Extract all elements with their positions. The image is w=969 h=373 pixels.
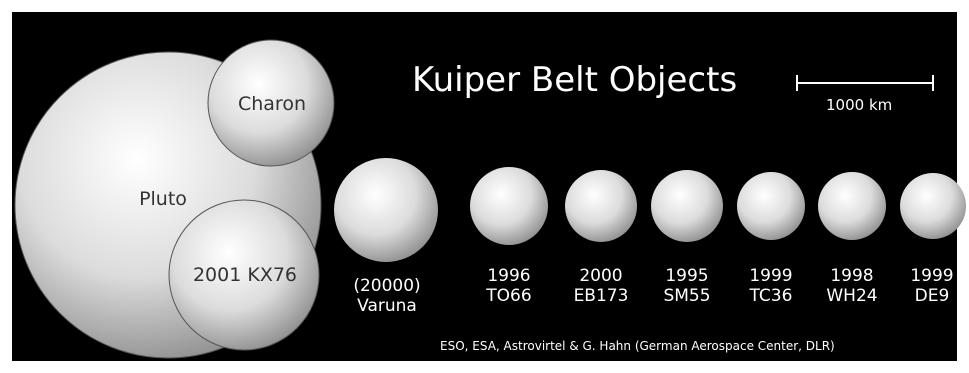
scale-bar	[796, 75, 934, 91]
label-varuna: (20000) Varuna	[353, 276, 421, 316]
sphere-kx76	[168, 199, 320, 351]
label-de9: 1999 DE9	[910, 266, 954, 306]
sphere-tc36	[737, 172, 805, 240]
label-charon: Charon	[237, 93, 306, 115]
sphere-de9	[900, 173, 966, 239]
sphere-charon	[207, 39, 335, 167]
sphere-sm55	[651, 170, 723, 242]
sphere-wh24	[818, 172, 886, 240]
sphere-varuna	[334, 158, 438, 262]
scale-bar-label: 1000 km	[826, 96, 893, 114]
sphere-eb173	[565, 170, 637, 242]
figure-title: Kuiper Belt Objects	[412, 60, 738, 100]
label-to66: 1996 TO66	[486, 266, 532, 306]
sphere-to66	[470, 167, 548, 245]
label-sm55: 1995 SM55	[663, 266, 711, 306]
label-wh24: 1998 WH24	[826, 266, 878, 306]
label-tc36: 1999 TC36	[749, 266, 793, 306]
label-kx76: 2001 KX76	[192, 264, 298, 286]
credit-line: ESO, ESA, Astrovirtel & G. Hahn (German …	[440, 339, 835, 353]
label-eb173: 2000 EB173	[573, 266, 629, 306]
label-pluto: Pluto	[139, 188, 187, 210]
